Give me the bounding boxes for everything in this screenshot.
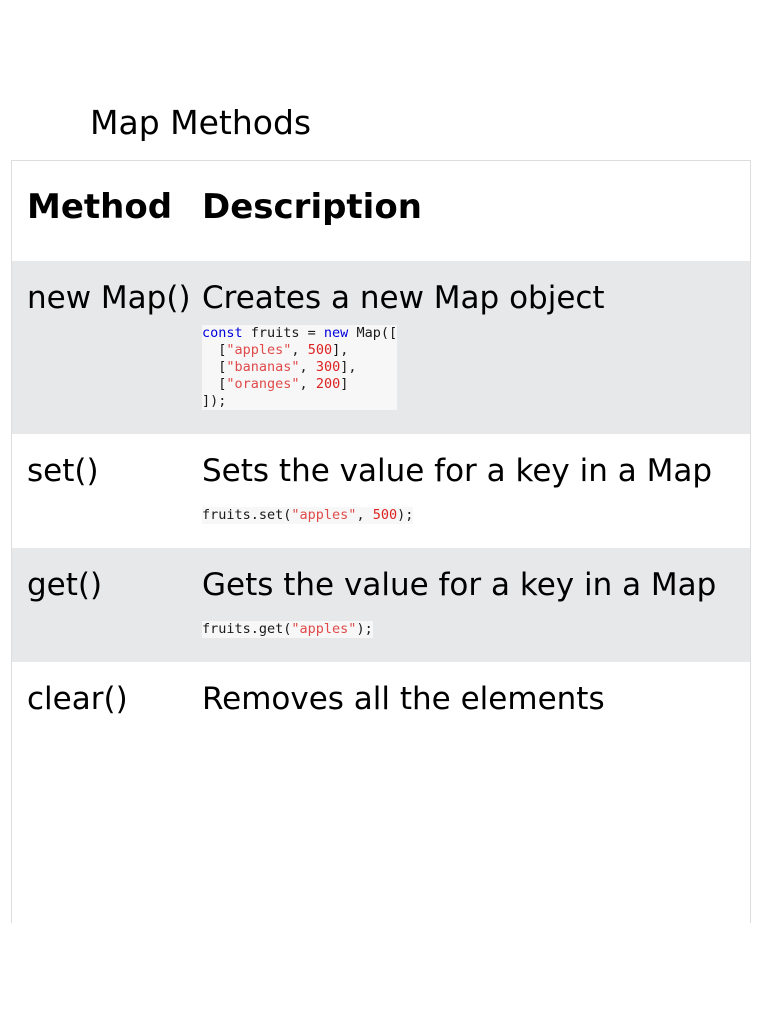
- table-header-row: Method Description: [12, 161, 750, 261]
- code-token: 500: [307, 342, 333, 358]
- table-row: clear()Removes all the elements: [12, 662, 750, 738]
- code-token: fruits =: [242, 325, 324, 341]
- code-line: fruits.set("apples", 500);: [202, 507, 414, 524]
- code-token: ]);: [202, 393, 227, 409]
- code-line: const fruits = new Map([: [202, 325, 398, 342]
- code-token: ,: [299, 376, 316, 392]
- column-header-method: Method: [12, 161, 202, 261]
- description-text: Gets the value for a key in a Map: [202, 567, 717, 603]
- method-name-cell: new Map(): [12, 261, 202, 434]
- method-name-cell: get(): [12, 548, 202, 662]
- code-token: ,: [291, 342, 308, 358]
- code-line: ["oranges", 200]: [202, 376, 398, 393]
- code-token: new: [323, 325, 349, 341]
- table-row: new Map()Creates a new Map object const f…: [12, 261, 750, 434]
- method-description-cell: Removes all the elements: [202, 662, 750, 738]
- method-name-cell: set(): [12, 434, 202, 548]
- code-token: "apples": [291, 621, 357, 637]
- code-token: );: [397, 507, 414, 523]
- method-description-cell: Creates a new Map object const fruits = n…: [202, 261, 750, 434]
- code-example: fruits.set("apples", 500);: [202, 507, 414, 524]
- code-token: [: [202, 359, 227, 375]
- code-token: "apples": [291, 507, 357, 523]
- table-row: get()Gets the value for a key in a Map fr…: [12, 548, 750, 662]
- code-token: "apples": [226, 342, 292, 358]
- code-token: );: [356, 621, 373, 637]
- code-token: ],: [340, 359, 357, 375]
- code-token: ],: [332, 342, 349, 358]
- code-token: Map([: [348, 325, 398, 341]
- code-token: [: [202, 376, 227, 392]
- method-description-cell: Gets the value for a key in a Map fruits.…: [202, 548, 750, 662]
- code-line: fruits.get("apples");: [202, 621, 373, 638]
- code-token: 500: [372, 507, 398, 523]
- code-line: ["bananas", 300],: [202, 359, 398, 376]
- method-name-cell: clear(): [12, 662, 202, 738]
- code-example: fruits.get("apples");: [202, 621, 373, 638]
- code-token: ,: [299, 359, 316, 375]
- column-header-description: Description: [202, 161, 750, 261]
- description-text: Sets the value for a key in a Map: [202, 453, 713, 489]
- description-text: Removes all the elements: [202, 681, 605, 717]
- page-title: Map Methods: [90, 103, 312, 142]
- table-body: new Map()Creates a new Map object const f…: [12, 261, 750, 738]
- code-token: 300: [315, 359, 341, 375]
- code-token: ,: [356, 507, 373, 523]
- code-example: const fruits = new Map([ ["apples", 500]…: [202, 325, 398, 410]
- table-head: Method Description: [12, 161, 750, 261]
- code-token: ]: [340, 376, 349, 392]
- code-line: ["apples", 500],: [202, 342, 398, 359]
- code-token: "bananas": [226, 359, 300, 375]
- table-row: set()Sets the value for a key in a Map fr…: [12, 434, 750, 548]
- code-token: [: [202, 342, 227, 358]
- code-token: "oranges": [226, 376, 300, 392]
- description-text: Creates a new Map object: [202, 280, 605, 316]
- code-line: ]);: [202, 393, 398, 410]
- code-token: const: [202, 325, 243, 341]
- method-description-cell: Sets the value for a key in a Map fruits.…: [202, 434, 750, 548]
- code-token: fruits.get(: [202, 621, 292, 637]
- methods-table-container: Method Description new Map()Creates a ne…: [11, 160, 751, 923]
- map-methods-table: Method Description new Map()Creates a ne…: [12, 161, 750, 738]
- code-token: fruits.set(: [202, 507, 292, 523]
- code-token: 200: [315, 376, 341, 392]
